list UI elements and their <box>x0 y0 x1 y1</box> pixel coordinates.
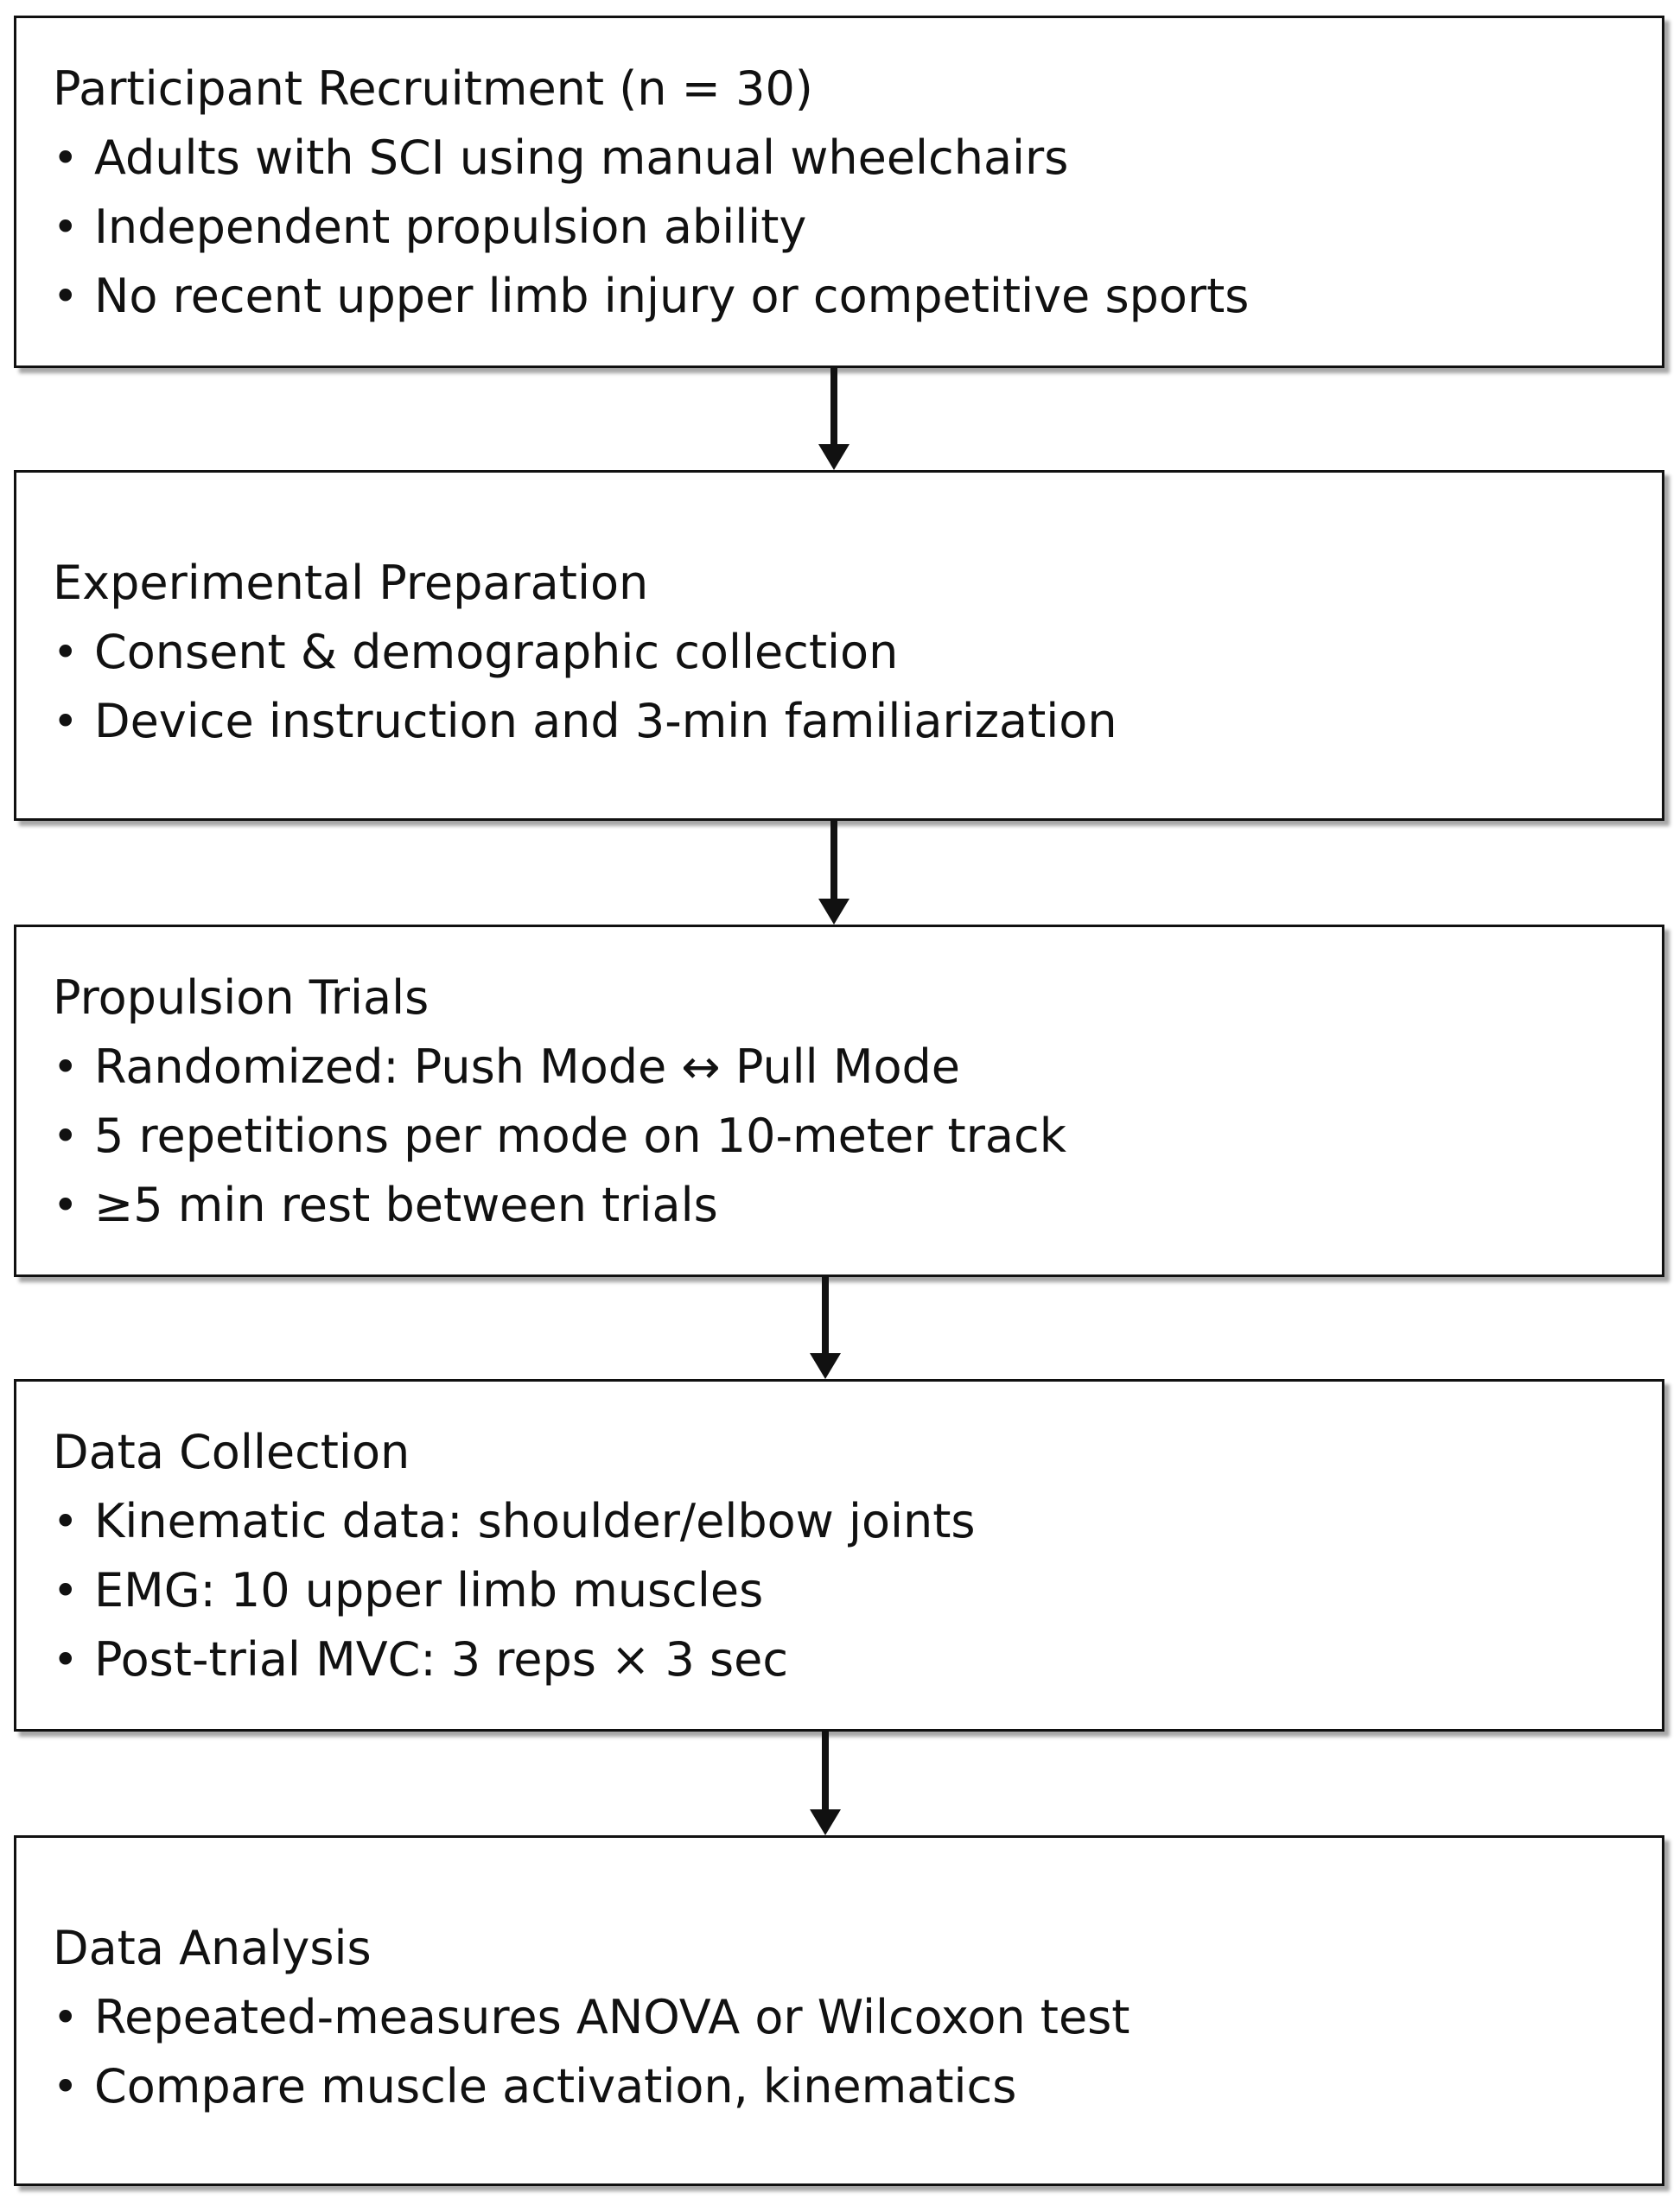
bullet-icon: • <box>53 1635 79 1685</box>
list-item: • ≥5 min rest between trials <box>53 1171 1645 1240</box>
step-title: Propulsion Trials <box>53 970 430 1025</box>
bullet-icon: • <box>53 2062 79 2112</box>
step-title: Data Analysis <box>53 1921 372 1975</box>
list-item-text: Repeated-measures ANOVA or Wilcoxon test <box>94 1990 1130 2044</box>
step-box-preparation: Experimental Preparation • Consent & dem… <box>14 470 1664 821</box>
list-item-text: Post-trial MVC: 3 reps × 3 sec <box>94 1632 789 1687</box>
arrow-down-icon <box>817 368 851 470</box>
list-item: • Repeated-measures ANOVA or Wilcoxon te… <box>53 1983 1645 2052</box>
list-item-text: Device instruction and 3-min familiariza… <box>94 694 1117 748</box>
arrow-down-icon <box>808 1277 843 1379</box>
bullet-icon: • <box>53 1042 79 1092</box>
list-item-text: Compare muscle activation, kinematics <box>94 2059 1017 2113</box>
list-item-text: Consent & demographic collection <box>94 625 899 679</box>
bullet-icon: • <box>53 133 79 183</box>
step-box-data-collection: Data Collection • Kinematic data: should… <box>14 1379 1664 1732</box>
list-item: • Kinematic data: shoulder/elbow joints <box>53 1487 1645 1556</box>
list-item: • EMG: 10 upper limb muscles <box>53 1556 1645 1625</box>
list-item-text: EMG: 10 upper limb muscles <box>94 1563 764 1618</box>
list-item: • Consent & demographic collection <box>53 618 1645 687</box>
step-title: Participant Recruitment (n = 30) <box>53 61 813 116</box>
list-item-text: Randomized: Push Mode ↔ Pull Mode <box>94 1039 960 1094</box>
list-item: • Adults with SCI using manual wheelchai… <box>53 124 1645 193</box>
list-item: • Randomized: Push Mode ↔ Pull Mode <box>53 1033 1645 1102</box>
arrow-down-icon <box>808 1732 843 1835</box>
bullet-icon: • <box>53 271 79 321</box>
list-item-text: ≥5 min rest between trials <box>94 1178 718 1232</box>
list-item: • Independent propulsion ability <box>53 193 1645 262</box>
bullet-icon: • <box>53 627 79 677</box>
bullet-icon: • <box>53 1993 79 2043</box>
bullet-icon: • <box>53 202 79 252</box>
step-title: Data Collection <box>53 1425 410 1479</box>
bullet-icon: • <box>53 1180 79 1230</box>
list-item: • Device instruction and 3-min familiari… <box>53 687 1645 756</box>
list-item-text: No recent upper limb injury or competiti… <box>94 269 1250 323</box>
list-item: • 5 repetitions per mode on 10-meter tra… <box>53 1102 1645 1171</box>
list-item-text: Independent propulsion ability <box>94 200 807 254</box>
bullet-icon: • <box>53 1497 79 1547</box>
bullet-icon: • <box>53 1111 79 1161</box>
arrow-down-icon <box>817 821 851 925</box>
list-item-text: 5 repetitions per mode on 10-meter track <box>94 1109 1066 1163</box>
list-item: • Post-trial MVC: 3 reps × 3 sec <box>53 1625 1645 1694</box>
list-item-text: Adults with SCI using manual wheelchairs <box>94 130 1069 185</box>
list-item: • No recent upper limb injury or competi… <box>53 262 1645 331</box>
list-item: • Compare muscle activation, kinematics <box>53 2052 1645 2121</box>
step-title: Experimental Preparation <box>53 556 649 610</box>
step-box-propulsion-trials: Propulsion Trials • Randomized: Push Mod… <box>14 925 1664 1277</box>
step-box-data-analysis: Data Analysis • Repeated-measures ANOVA … <box>14 1835 1664 2186</box>
list-item-text: Kinematic data: shoulder/elbow joints <box>94 1494 976 1548</box>
step-box-recruitment: Participant Recruitment (n = 30) • Adult… <box>14 16 1664 368</box>
bullet-icon: • <box>53 696 79 747</box>
bullet-icon: • <box>53 1566 79 1616</box>
